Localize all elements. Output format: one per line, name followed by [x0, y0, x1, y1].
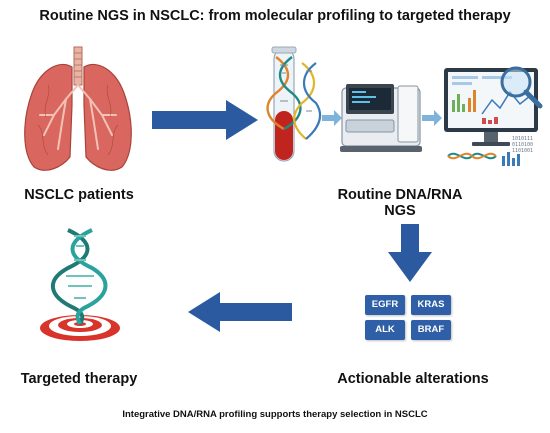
arrow-down-icon — [388, 224, 432, 282]
figure-title: Routine NGS in NSCLC: from molecular pro… — [39, 8, 511, 24]
dna-target-icon — [40, 228, 120, 341]
lungs-icon — [24, 46, 132, 171]
gene-tag-alk: ALK — [365, 320, 405, 340]
small-arrow-icon — [422, 110, 442, 126]
label-targeted-therapy: Targeted therapy — [20, 371, 138, 387]
gene-tag-braf: BRAF — [411, 320, 451, 340]
label-routine-ngs: Routine DNA/RNA NGS — [337, 187, 463, 219]
label-nsclc-patients: NSCLC patients — [24, 187, 134, 203]
dna-tube-icon — [266, 46, 322, 162]
label-actionable-alterations: Actionable alterations — [337, 371, 489, 387]
monitor-binary-text: 1010111 0110100 1101001 — [512, 136, 534, 154]
gene-tag-kras: KRAS — [411, 295, 451, 315]
sequencer-icon — [340, 84, 422, 152]
arrow-right-icon — [152, 100, 258, 140]
gene-tag-egfr: EGFR — [365, 295, 405, 315]
arrow-left-icon — [188, 292, 292, 332]
analysis-monitor-icon — [444, 66, 543, 166]
figure-caption: Integrative DNA/RNA profiling supports t… — [122, 409, 428, 420]
small-arrow-icon — [322, 110, 342, 126]
